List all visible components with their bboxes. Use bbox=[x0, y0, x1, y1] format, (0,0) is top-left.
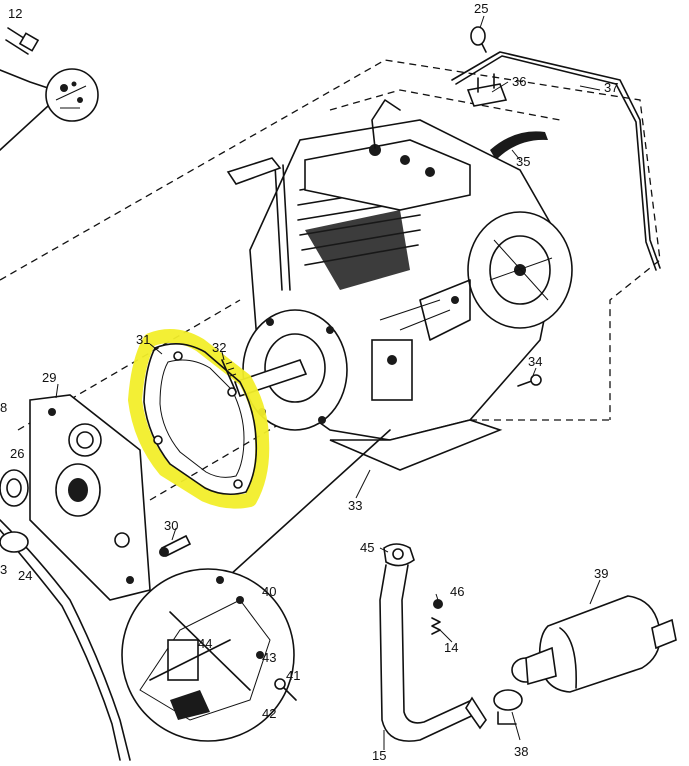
part-46-nut bbox=[433, 599, 443, 609]
callout-31: 31 bbox=[136, 332, 150, 347]
callout-15: 15 bbox=[372, 748, 386, 763]
callout-labels: 12 25 36 37 35 31 32 29 8 26 34 33 30 3 … bbox=[0, 1, 618, 763]
callout-8: 8 bbox=[0, 400, 7, 415]
callout-14: 14 bbox=[444, 640, 458, 655]
callout-41: 41 bbox=[286, 668, 300, 683]
part-41-42-screw bbox=[274, 678, 297, 701]
part-26-seal bbox=[0, 469, 29, 507]
part-25-clip bbox=[470, 26, 487, 53]
callout-3: 3 bbox=[0, 562, 7, 577]
callout-29: 29 bbox=[42, 370, 56, 385]
callout-38: 38 bbox=[514, 744, 528, 759]
callout-39: 39 bbox=[594, 566, 608, 581]
callout-24: 24 bbox=[18, 568, 32, 583]
part-37-fuel-line bbox=[451, 51, 661, 271]
callout-37: 37 bbox=[604, 80, 618, 95]
callout-30: 30 bbox=[164, 518, 178, 533]
callout-32: 32 bbox=[212, 340, 226, 355]
callout-25: 25 bbox=[474, 1, 488, 16]
callout-45: 45 bbox=[360, 540, 374, 555]
callout-12: 12 bbox=[8, 6, 22, 21]
callout-44: 44 bbox=[198, 636, 212, 651]
part-15-exhaust-pipe bbox=[379, 564, 487, 742]
callout-40: 40 bbox=[262, 584, 276, 599]
part-24-belt bbox=[0, 519, 131, 761]
callout-36: 36 bbox=[512, 74, 526, 89]
part-45-flange bbox=[383, 543, 415, 567]
engine-assembly bbox=[226, 99, 573, 471]
part-30-bolt bbox=[159, 534, 192, 558]
callout-34: 34 bbox=[528, 354, 542, 369]
part-36-bracket bbox=[466, 73, 508, 107]
part-38-clamp bbox=[493, 689, 523, 725]
callout-26: 26 bbox=[10, 446, 24, 461]
part-39-muffler bbox=[511, 595, 677, 693]
part-14-spring bbox=[431, 617, 441, 635]
leader-lines bbox=[55, 15, 601, 750]
callout-46: 46 bbox=[450, 584, 464, 599]
detail-circle-top-left bbox=[45, 68, 99, 122]
detail-circle-governor bbox=[121, 429, 391, 742]
callout-35: 35 bbox=[516, 154, 530, 169]
part-29-plate bbox=[29, 394, 151, 601]
callout-43: 43 bbox=[262, 650, 276, 665]
callout-33: 33 bbox=[348, 498, 362, 513]
part-35-decal bbox=[490, 131, 548, 160]
callout-42: 42 bbox=[262, 706, 276, 721]
part-32-stud bbox=[221, 359, 237, 393]
part-34-bolt bbox=[517, 374, 542, 387]
